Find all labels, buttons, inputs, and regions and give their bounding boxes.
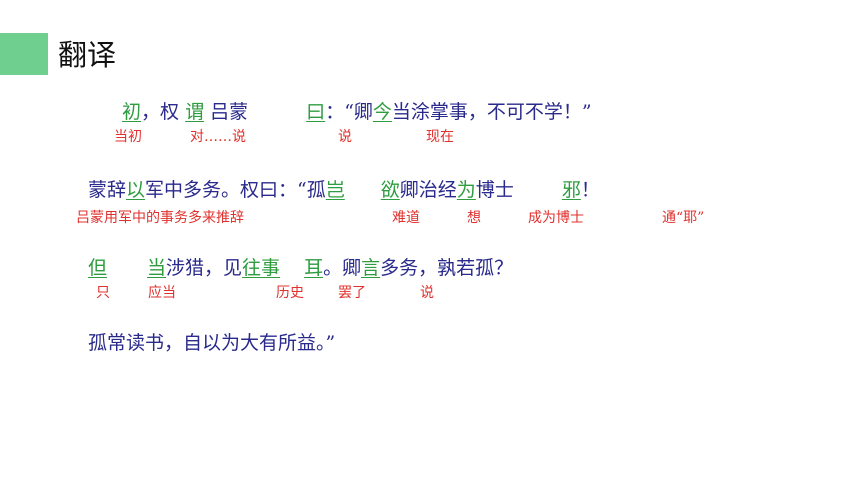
keyword: 言 <box>361 257 381 279</box>
text-segment: 。卿 <box>323 257 362 279</box>
text-segment: 博士 <box>475 179 514 201</box>
text-segment: 军中多务。权曰：“孤 <box>145 179 326 201</box>
keyword: 初 <box>122 101 142 123</box>
text-segment: ：“卿 <box>325 101 373 123</box>
text-segment: ！ <box>580 179 600 201</box>
text-segment: 卿治经 <box>399 179 457 201</box>
keyword: 邪 <box>561 179 581 201</box>
text-segment: 孤常读书，自以为大有所益。” <box>88 332 336 354</box>
text-segment: 涉猎，见 <box>166 257 243 279</box>
keyword: 今 <box>372 101 392 123</box>
annotation: 应当 <box>148 285 176 301</box>
keyword: 耳 <box>304 257 324 279</box>
page-title: 翻译 <box>58 38 117 72</box>
annotation: 罢了 <box>338 285 366 301</box>
keyword: 当 <box>147 257 167 279</box>
keyword: 往事 <box>242 257 281 279</box>
keyword: 为 <box>456 179 476 201</box>
annotation: 通“耶” <box>662 210 705 226</box>
keyword: 以 <box>126 179 146 201</box>
annotation: 当初 <box>114 129 142 145</box>
annotation: 说 <box>338 129 352 145</box>
keyword: 岂 <box>325 179 345 201</box>
keyword: 但 <box>88 257 108 279</box>
annotation: 吕蒙用军中的事务多来推辞 <box>76 210 244 226</box>
text-line-4: 孤常读书，自以为大有所益。” <box>88 330 335 356</box>
text-segment: 当涂掌事，不可不学！” <box>391 101 592 123</box>
annotation: 难道 <box>392 210 420 226</box>
text-segment: 蒙辞 <box>88 179 127 201</box>
title-accent-bar <box>0 33 48 75</box>
annotation: 说 <box>420 285 434 301</box>
text-line-2: 蒙辞以军中多务。权曰：“孤岂 欲卿治经为博士 邪！ <box>88 177 600 203</box>
keyword: 谓 <box>185 101 205 123</box>
text-line-3: 但 当涉猎，见往事 耳。卿言多务，孰若孤？ <box>88 255 513 281</box>
text-line-1: 初，权 谓 吕蒙 曰：“卿今当涂掌事，不可不学！” <box>122 99 592 125</box>
annotation: 只 <box>96 285 110 301</box>
keyword: 曰 <box>306 101 326 123</box>
keyword: 欲 <box>380 179 400 201</box>
annotation: 成为博士 <box>528 210 584 226</box>
annotation: 历史 <box>276 285 304 301</box>
annotation: 现在 <box>426 129 454 145</box>
annotation: 想 <box>467 210 481 226</box>
text-segment: ，权 <box>141 101 186 123</box>
text-segment: 吕蒙 <box>204 101 255 123</box>
text-segment: 多务，孰若孤？ <box>380 257 514 279</box>
annotation: 对……说 <box>190 129 246 145</box>
